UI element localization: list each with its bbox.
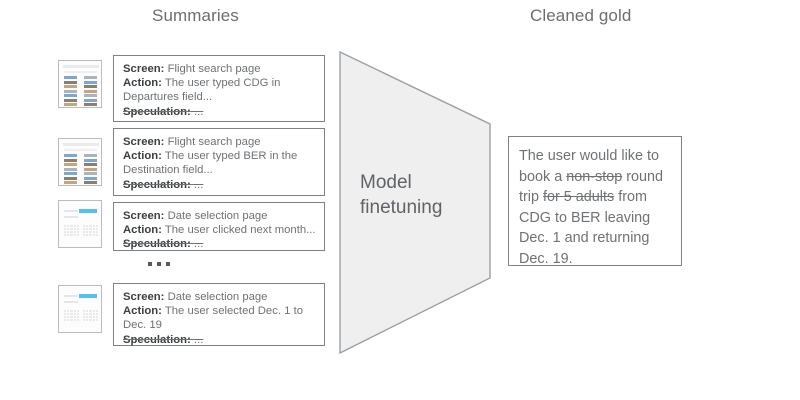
thumbnail-header-bar	[63, 65, 99, 68]
summary-card: Screen: Date selection page Action: The …	[113, 202, 325, 251]
screen-label: Screen:	[123, 63, 165, 75]
action-value: The user clicked next month...	[161, 224, 316, 237]
screenshot-thumbnail-flight-search-2	[58, 138, 102, 186]
ellipsis-dot	[166, 262, 170, 266]
thumbnail-calendar-grid-left	[64, 225, 79, 236]
summary-action-line: Action: The user clicked next month...	[123, 223, 316, 237]
speculation-value: ...	[193, 333, 204, 346]
thumbnail-accent-bar	[79, 209, 97, 213]
action-value: The user typed CDG in Departures field..…	[123, 77, 281, 104]
ellipsis-dot	[148, 262, 152, 266]
action-value: The user typed BER in the Destination fi…	[123, 150, 298, 177]
speculation-label: Speculation:	[123, 105, 191, 118]
thumbnail-accent-bar	[79, 294, 97, 298]
thumbnail-result-column-left	[64, 154, 77, 185]
speculation-value: ...	[193, 238, 204, 251]
speculation-label: Speculation:	[123, 178, 191, 191]
summary-screen-line: Screen: Flight search page	[123, 62, 316, 76]
screen-value: Flight search page	[164, 136, 261, 148]
gold-segment-1-struck: non-stop	[566, 168, 623, 185]
thumbnail-result-column-right	[84, 76, 97, 107]
thumbnail-subheader	[64, 149, 97, 151]
speculation-label: Speculation:	[123, 333, 191, 346]
speculation-value: ...	[193, 178, 204, 191]
thumbnail-result-column-left	[64, 76, 77, 107]
thumbnail-header-bar	[63, 143, 99, 146]
ellipsis-separator	[148, 262, 170, 266]
gold-segment-2: round trip	[519, 168, 664, 206]
summary-action-line: Action: The user typed BER in the Destin…	[123, 149, 316, 177]
action-label: Action:	[123, 305, 162, 318]
screen-label: Screen:	[123, 291, 165, 303]
thumbnail-subheader	[64, 71, 97, 73]
thumbnail-calendar-grid-right	[83, 225, 98, 236]
model-finetuning-label: Model finetuning	[360, 172, 443, 218]
thumbnail-line	[64, 210, 78, 212]
ellipsis-dot	[157, 262, 161, 266]
thumbnail-calendar-grid-left	[64, 310, 79, 321]
screen-value: Flight search page	[164, 63, 261, 75]
gold-segment-4: from CDG to BER leaving Dec. 1 and retur…	[519, 189, 651, 267]
screen-label: Screen:	[123, 210, 165, 222]
thumbnail-result-column-right	[84, 154, 97, 185]
summary-action-line: Action: The user selected Dec. 1 to Dec.…	[123, 304, 316, 332]
summary-speculation-line: Speculation: ...	[123, 333, 316, 347]
thumbnail-line	[64, 216, 78, 218]
model-finetuning-funnel-shape	[339, 50, 491, 355]
screenshot-thumbnail-date-selection-1	[58, 200, 102, 248]
screen-value: Date selection page	[164, 291, 268, 303]
gold-segment-3-struck: for 5 adults	[543, 189, 615, 206]
summary-card: Screen: Date selection page Action: The …	[113, 283, 325, 346]
speculation-value: ...	[193, 105, 204, 118]
thumbnail-calendar-grid-right	[83, 310, 98, 321]
cleaned-gold-card: The user would like to book a non-stop r…	[508, 136, 682, 267]
thumbnail-line	[64, 295, 78, 297]
thumbnail-line	[64, 301, 78, 303]
summary-screen-line: Screen: Date selection page	[123, 209, 316, 223]
screen-label: Screen:	[123, 136, 165, 148]
action-label: Action:	[123, 150, 162, 163]
column-title-cleaned-gold: Cleaned gold	[530, 6, 632, 25]
column-title-summaries: Summaries	[152, 6, 239, 25]
summary-screen-line: Screen: Date selection page	[123, 290, 316, 304]
screen-value: Date selection page	[164, 210, 268, 222]
screenshot-thumbnail-flight-search-1	[58, 60, 102, 108]
summary-card: Screen: Flight search page Action: The u…	[113, 55, 325, 122]
summary-action-line: Action: The user typed CDG in Departures…	[123, 76, 316, 104]
summary-speculation-line: Speculation: ...	[123, 237, 316, 251]
action-label: Action:	[123, 224, 162, 237]
screenshot-thumbnail-date-selection-2	[58, 285, 102, 333]
summary-screen-line: Screen: Flight search page	[123, 135, 316, 149]
action-label: Action:	[123, 77, 162, 90]
summary-speculation-line: Speculation: ...	[123, 178, 316, 192]
gold-segment-0: The user would like to book a	[519, 148, 659, 185]
summary-card: Screen: Flight search page Action: The u…	[113, 128, 325, 196]
speculation-label: Speculation:	[123, 238, 191, 251]
summary-speculation-line: Speculation: ...	[123, 105, 316, 119]
action-value: The user selected Dec. 1 to Dec. 19	[123, 305, 303, 332]
